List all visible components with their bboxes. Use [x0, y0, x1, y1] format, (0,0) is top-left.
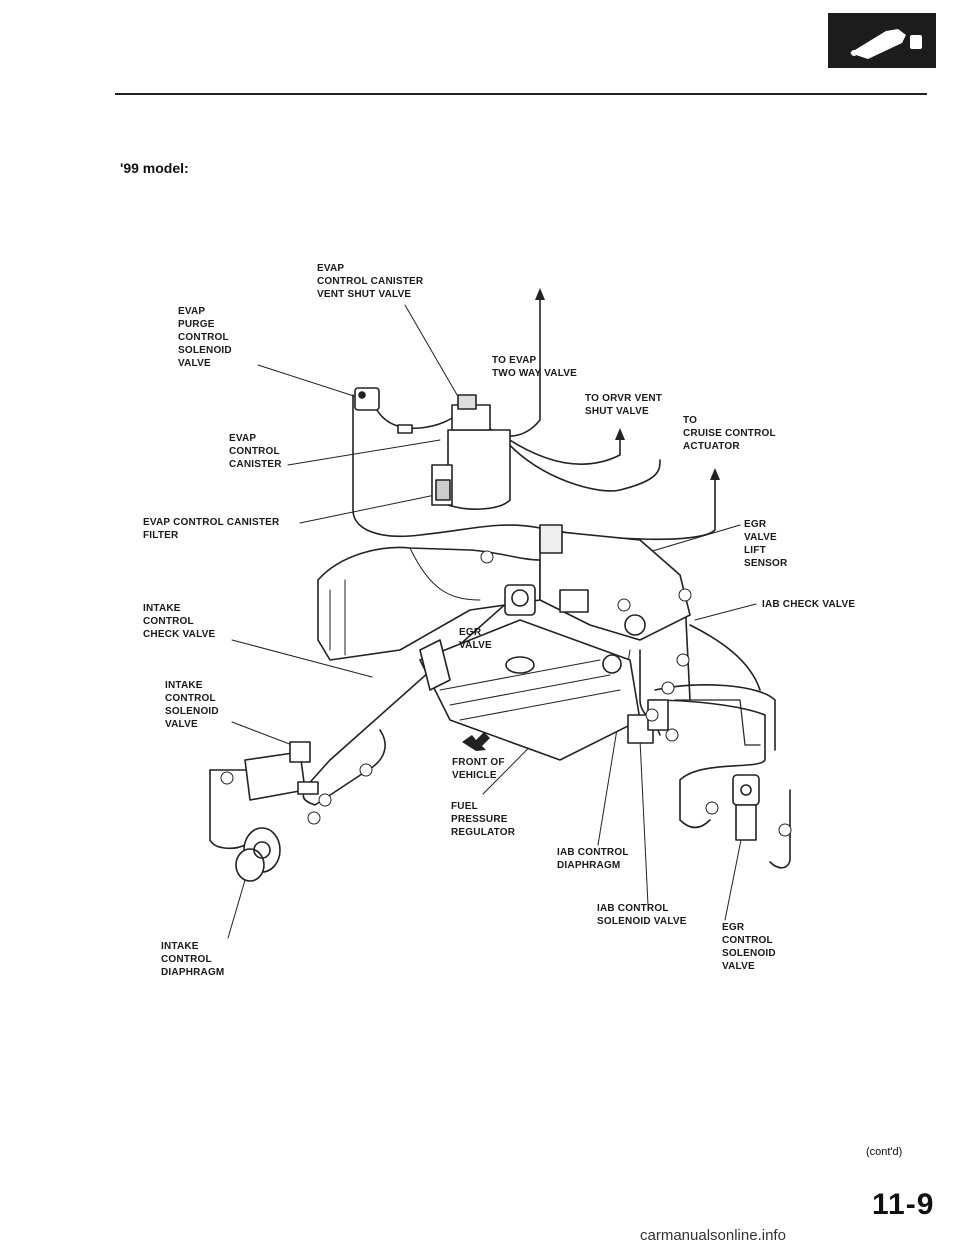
page-number: 11-9 — [872, 1188, 935, 1221]
purge-solenoid — [354, 387, 413, 434]
leader-purge-solenoid — [257, 364, 361, 399]
hose-iab-right — [689, 624, 761, 691]
hose-canister-side — [504, 439, 661, 492]
engine-section-icon — [828, 13, 936, 68]
hose-markers — [220, 550, 792, 837]
leader-intake-diaphragm — [227, 869, 249, 939]
front-of-vehicle-arrow — [462, 732, 490, 751]
leader-iab-check-valve — [694, 603, 757, 621]
leader-intake-solenoid — [231, 721, 301, 749]
watermark: carmanualsonline.info — [640, 1227, 786, 1244]
leader-canister-filter — [299, 494, 436, 524]
hose-solenoid-to-check — [367, 729, 386, 771]
leader-iab-solenoid — [639, 739, 649, 906]
egr-solenoid — [732, 774, 760, 841]
leader-egr-solenoid — [724, 834, 743, 921]
hose-to-orvr — [494, 429, 621, 465]
hose-purge-to-engine — [352, 394, 541, 538]
arrow-to-cruise — [710, 468, 720, 480]
leader-canister — [287, 439, 441, 466]
arrow-to-two-way — [535, 288, 545, 300]
flow-arrows — [535, 288, 720, 480]
header-rule — [115, 93, 927, 95]
arrow-to-orvr — [615, 428, 625, 440]
continued-note: (cont'd) — [866, 1146, 903, 1158]
intake-diaphragm — [235, 827, 281, 882]
hose-solenoid-loop — [302, 759, 369, 806]
label-iab-check-valve: IAB CHECK VALVE — [762, 599, 856, 610]
hose-intake-check-line — [329, 599, 511, 761]
evap-canister — [431, 394, 511, 510]
model-heading: '99 model: — [120, 160, 189, 176]
hose-to-cruise — [539, 479, 716, 541]
iab-solenoid — [627, 699, 761, 746]
hose-egr-solenoid-right — [769, 789, 791, 869]
leader-intake-check-valve — [231, 639, 373, 678]
intake-solenoid — [244, 741, 319, 801]
hose-to-egr-solenoid-b — [649, 699, 766, 829]
leader-vent-shut-valve — [404, 304, 461, 401]
hose-to-intake-diaphragm — [209, 769, 246, 850]
engine-intake — [317, 524, 691, 761]
section-icon — [828, 13, 936, 68]
